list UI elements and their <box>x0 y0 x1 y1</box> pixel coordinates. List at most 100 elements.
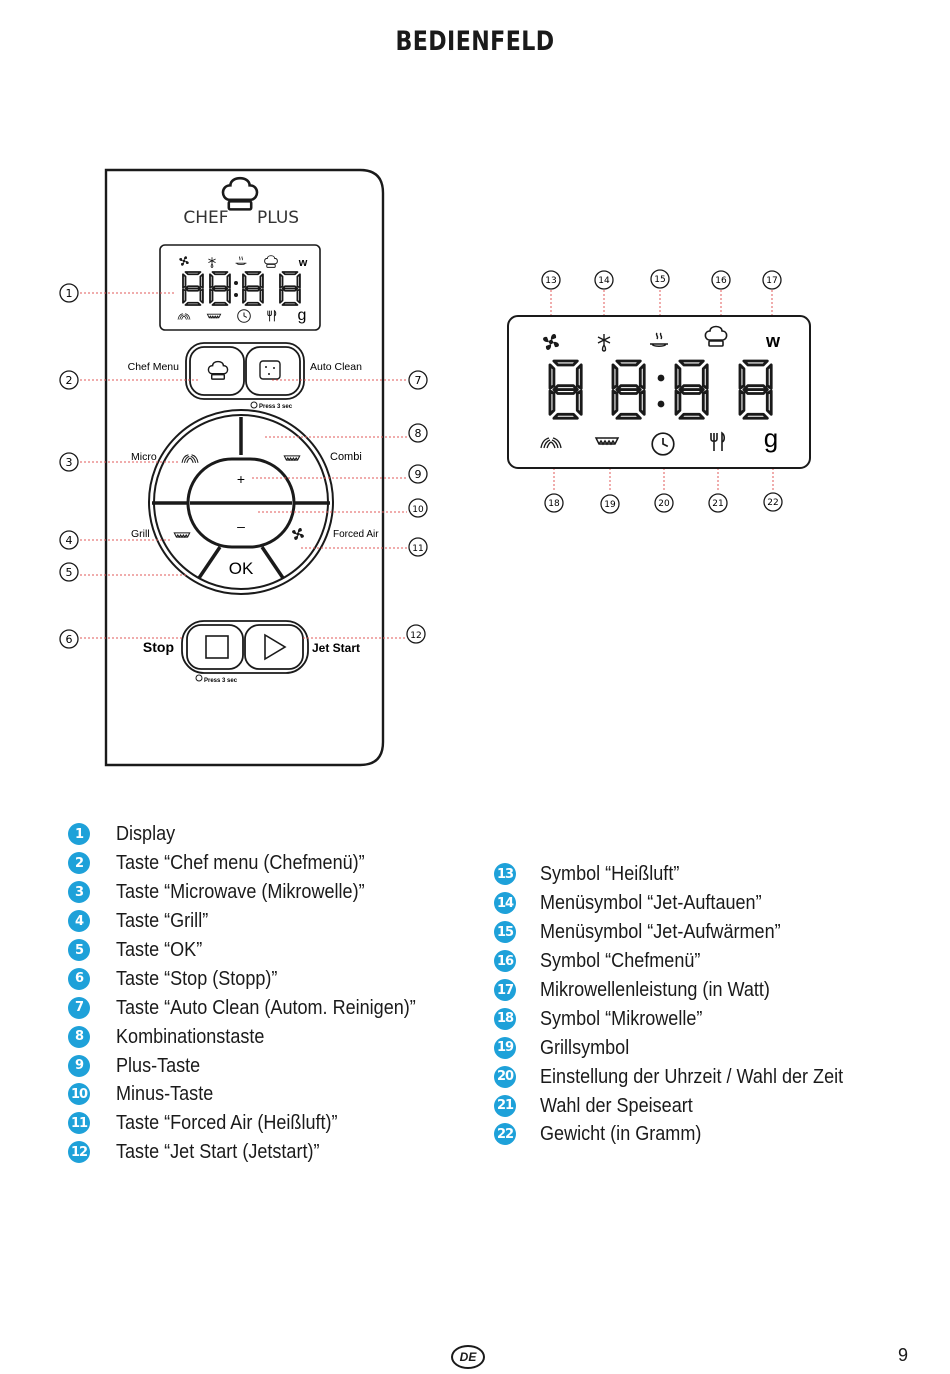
legend-item: 22 Gewicht (in Gramm) <box>494 1120 884 1149</box>
callout-11: 11 <box>408 537 428 557</box>
legend-text: Display <box>116 822 176 846</box>
callout-10: 10 <box>408 498 428 518</box>
svg-text:1: 1 <box>66 287 73 300</box>
combi-label: Combi <box>330 451 362 463</box>
legend-text: Taste “Chef menu (Chefmenü)” <box>116 851 365 875</box>
legend-item: 21 Wahl der Speiseart <box>494 1091 884 1120</box>
control-dial: + – OK Micro Combi Grill Forced Air <box>131 409 379 595</box>
legend-text: Taste “Jet Start (Jetstart)” <box>116 1140 320 1164</box>
sponge-icon <box>259 360 281 380</box>
gram-unit: g <box>298 307 307 324</box>
legend-number-badge: 22 <box>494 1123 516 1146</box>
micro-label: Micro <box>131 451 157 463</box>
legend-number-badge: 21 <box>494 1094 516 1117</box>
language-badge: DE <box>451 1345 485 1369</box>
legend-text: Gewicht (in Gramm) <box>540 1122 702 1146</box>
ok-button[interactable]: OK <box>229 559 254 578</box>
legend-number-badge: 3 <box>68 881 90 904</box>
legend-number-badge: 13 <box>494 863 516 886</box>
svg-text:2: 2 <box>66 374 73 387</box>
big-gram-unit: g <box>764 423 778 453</box>
legend-text: Menüsymbol “Jet-Auftauen” <box>540 891 762 915</box>
forced-air-label: Forced Air <box>333 529 379 540</box>
big-watt-unit: w <box>765 331 781 351</box>
legend-text: Mikrowellenleistung (in Watt) <box>540 978 770 1001</box>
callout-8: 8 <box>408 423 428 443</box>
legend-number-badge: 16 <box>494 950 516 973</box>
legend-text: Minus-Taste <box>116 1082 214 1106</box>
legend-item: 17 Mikrowellenleistung (in Watt) <box>494 976 884 1005</box>
grill-label: Grill <box>131 528 150 540</box>
svg-text:8: 8 <box>415 427 422 440</box>
svg-text:7: 7 <box>415 374 422 387</box>
auto-clean-button[interactable] <box>245 346 301 396</box>
svg-text:9: 9 <box>415 468 422 481</box>
legend-number-badge: 9 <box>68 1054 90 1077</box>
legend-text: Taste “Grill” <box>116 909 209 933</box>
plus-label[interactable]: + <box>237 471 245 487</box>
legend-item: 10 Minus-Taste <box>68 1080 457 1109</box>
leader-lines <box>80 290 774 639</box>
display-callouts: 13 14 15 16 17 18 19 20 21 22 <box>541 269 783 514</box>
legend-number-badge: 20 <box>494 1065 516 1088</box>
legend-number-badge: 4 <box>68 910 90 933</box>
callout-4: 4 <box>59 530 79 550</box>
svg-text:22: 22 <box>767 498 778 508</box>
page-title: BEDIENFELD <box>395 26 555 57</box>
callout-16: 16 <box>711 270 731 290</box>
legend-number-badge: 6 <box>68 967 90 990</box>
svg-text:11: 11 <box>412 544 423 554</box>
legend-number-badge: 2 <box>68 852 90 875</box>
stop-icon <box>205 635 229 659</box>
display-digits <box>182 271 301 306</box>
stop-start-group: Stop Jet Start Press 3 sec <box>143 620 360 684</box>
svg-text:19: 19 <box>604 500 616 510</box>
legend-number-badge: 1 <box>68 823 90 846</box>
callout-5: 5 <box>59 562 79 582</box>
legend-text: Menüsymbol “Jet-Aufwärmen” <box>540 920 781 944</box>
callout-21: 21 <box>708 493 728 513</box>
legend-number-badge: 10 <box>68 1083 90 1106</box>
legend-number-badge: 15 <box>494 921 516 944</box>
big-display-digits <box>548 359 773 420</box>
stop-button[interactable] <box>186 624 244 670</box>
legend-item: 1 Display <box>68 820 457 849</box>
svg-text:15: 15 <box>654 275 665 285</box>
legend-text: Kombinationstaste <box>116 1024 265 1048</box>
callout-9: 9 <box>408 464 428 484</box>
callout-1: 1 <box>59 283 79 303</box>
svg-text:5: 5 <box>66 566 73 579</box>
press-3-sec-bottom: Press 3 sec <box>204 678 238 684</box>
svg-text:20: 20 <box>658 499 670 509</box>
callout-7: 7 <box>408 370 428 390</box>
svg-text:10: 10 <box>412 505 424 515</box>
press-3-sec-top: Press 3 sec <box>259 404 293 410</box>
jet-start-button[interactable] <box>244 624 304 670</box>
legend-number-badge: 19 <box>494 1036 516 1059</box>
callout-6: 6 <box>59 629 79 649</box>
brand-left: CHEF <box>183 208 228 228</box>
svg-text:3: 3 <box>66 456 73 469</box>
minus-label[interactable]: – <box>237 518 245 534</box>
svg-text:6: 6 <box>66 633 73 646</box>
brand-logo: CHEF PLUS <box>183 176 299 228</box>
legend-number-badge: 17 <box>494 979 516 1001</box>
svg-text:18: 18 <box>548 499 560 509</box>
legend-number-badge: 11 <box>68 1112 90 1135</box>
legend-number-badge: 5 <box>68 939 90 961</box>
chef-menu-button[interactable] <box>189 346 245 396</box>
callout-20: 20 <box>654 493 674 513</box>
legend-text: Wahl der Speiseart <box>540 1093 693 1117</box>
svg-text:14: 14 <box>598 276 610 286</box>
chef-menu-label: Chef Menu <box>128 361 180 373</box>
plus-minus-button[interactable]: + – <box>186 457 296 549</box>
